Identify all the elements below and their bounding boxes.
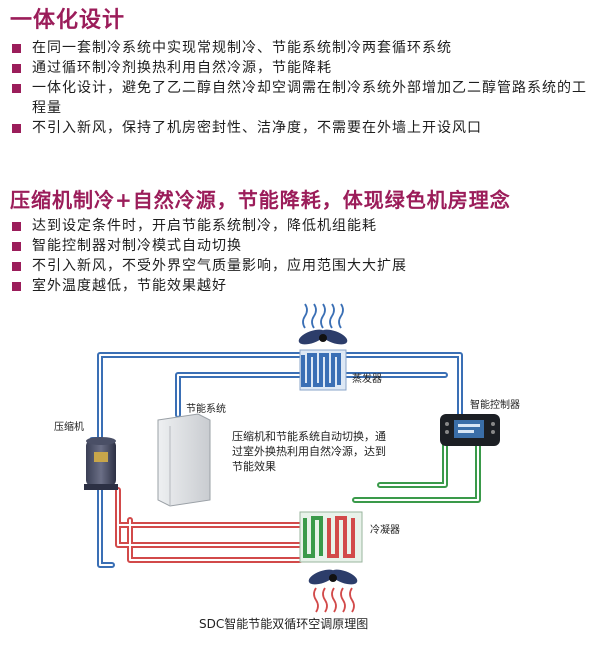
pipe-blue-outer-core: [99, 354, 461, 566]
note-line: 过室外换热利用自然冷源，达到: [232, 444, 386, 458]
section2-title: 压缩机制冷+自然冷源，节能降耗，体现绿色机房理念: [10, 188, 511, 212]
hot-airflow-icon: [313, 587, 355, 613]
condenser-label: 冷凝器: [370, 523, 400, 536]
list-item: 智能控制器对制冷模式自动切换: [10, 236, 595, 256]
pipe-network: [89, 352, 481, 568]
economizer-cabinet-icon: [157, 413, 211, 507]
bullet-square-icon: [12, 84, 21, 93]
bullet-square-icon: [12, 242, 21, 251]
bullet-square-icon: [12, 282, 21, 291]
cold-airflow-icon: [302, 303, 344, 329]
bullet-square-icon: [12, 124, 21, 133]
bullet-square-icon: [12, 44, 21, 53]
pipe-blue-inner-core: [177, 374, 446, 416]
condenser-coil: [299, 511, 363, 563]
compressor-icon: [84, 437, 118, 490]
bullet-square-icon: [12, 262, 21, 271]
section1-title: 一体化设计: [10, 8, 126, 33]
list-item: 室外温度越低，节能效果越好: [10, 276, 595, 296]
list-item: 通过循环制冷剂换热利用自然冷源，节能降耗: [10, 58, 595, 78]
section1-bullet-list: 在同一套制冷系统中实现常规制冷、节能系统制冷两套循环系统 通过循环制冷剂换热利用…: [10, 38, 595, 138]
condenser-fan-icon: [308, 569, 358, 585]
dual-cycle-diagram: 压缩机 节能系统 蒸发器 智能控制器 冷凝器 压缩机和节能系统自动切换，通 过室…: [54, 303, 520, 631]
bullet-square-icon: [12, 64, 21, 73]
list-item: 达到设定条件时，开启节能系统制冷，降低机组能耗: [10, 216, 595, 236]
list-item: 在同一套制冷系统中实现常规制冷、节能系统制冷两套循环系统: [10, 38, 595, 58]
list-item: 不引入新风，不受外界空气质量影响，应用范围大大扩展: [10, 256, 595, 276]
evaporator-coil: [299, 349, 347, 391]
evaporator-fan-icon: [298, 329, 348, 345]
bullet-square-icon: [12, 222, 21, 231]
controller-label: 智能控制器: [470, 398, 520, 411]
pipe-blue-outer: [97, 352, 463, 568]
section-integrated-design: 一体化设计 在同一套制冷系统中实现常规制冷、节能系统制冷两套循环系统 通过循环制…: [10, 8, 595, 138]
pipe-green-core: [354, 429, 479, 501]
note-line: 节能效果: [232, 459, 276, 473]
list-item: 不引入新风，保持了机房密封性、洁净度，不需要在外墙上开设风口: [10, 118, 595, 138]
diagram-caption: SDC智能节能双循环空调原理图: [199, 616, 368, 631]
controller-device-icon: [440, 414, 500, 446]
section2-bullet-list: 达到设定条件时，开启节能系统制冷，降低机组能耗 智能控制器对制冷模式自动切换 不…: [10, 216, 595, 296]
list-item: 一体化设计，避免了乙二醇自然冷却空调需在制冷系统外部增加乙二醇管路系统的工程量: [10, 78, 595, 118]
pipe-red-core: [117, 489, 301, 561]
compressor-label: 压缩机: [54, 420, 84, 433]
note-line: 压缩机和节能系统自动切换，通: [232, 429, 386, 443]
economizer-label: 节能系统: [186, 402, 226, 415]
evaporator-label: 蒸发器: [352, 372, 382, 385]
section-green-energy: 压缩机制冷+自然冷源，节能降耗，体现绿色机房理念 达到设定条件时，开启节能系统制…: [10, 188, 595, 296]
